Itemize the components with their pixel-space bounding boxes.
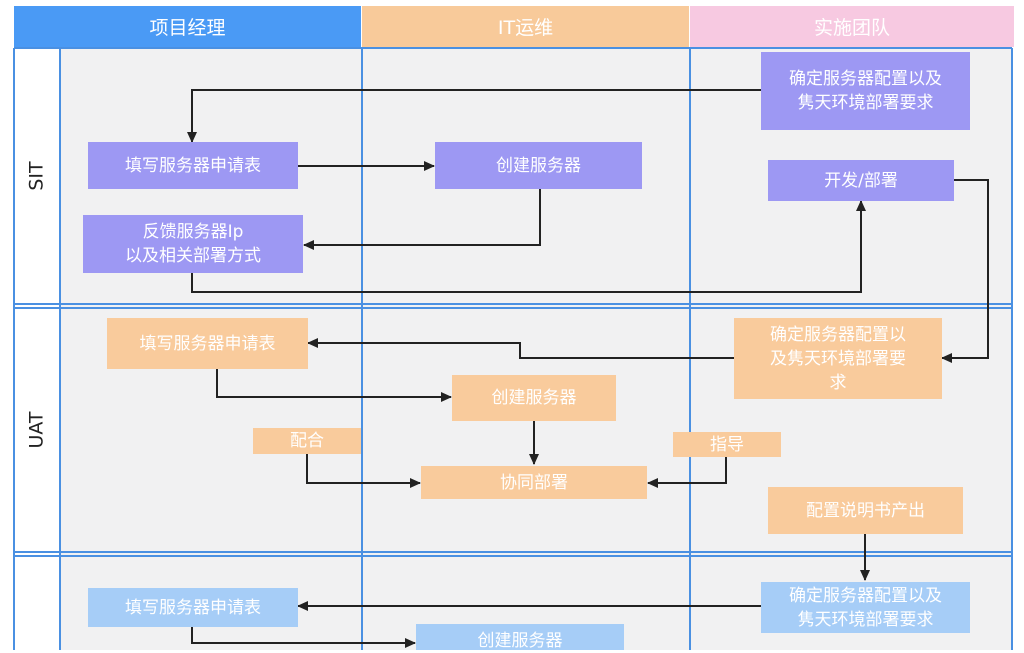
- lane-header-it-label: IT运维: [497, 17, 554, 39]
- arrow-r3-fill-to-create: [191, 627, 416, 648]
- node-uat-fill-application[interactable]: 填写服务器申请表: [107, 318, 308, 369]
- row-label-sit-text: SIT: [25, 161, 48, 191]
- lane-grid: [13, 47, 1013, 650]
- row-label-sit: SIT: [14, 48, 59, 304]
- node-uat-guide[interactable]: 指导: [673, 432, 781, 457]
- node-uat-create-server[interactable]: 创建服务器: [452, 375, 616, 421]
- connectors: [187, 89, 989, 648]
- node-sit-create-server[interactable]: 创建服务器: [435, 142, 642, 189]
- arrow-uat-cooperate-to-codeploy: [306, 454, 421, 488]
- node-r3-fill-application[interactable]: 填写服务器申请表: [88, 588, 298, 627]
- arrow-sit-feedback-to-dev: [191, 200, 866, 293]
- node-sit-confirm-config[interactable]: 确定服务器配置以及 隽天环境部署要求: [761, 52, 970, 130]
- arrow-uat-confirm-to-fill: [307, 338, 734, 359]
- node-sit-dev-deploy[interactable]: 开发/部署: [768, 160, 954, 201]
- node-uat-confirm-config[interactable]: 确定服务器配置以 及隽天环境部署要 求: [734, 318, 942, 399]
- arrow-uat-fill-to-create: [216, 369, 452, 402]
- arrow-sit-confirm-to-fill: [187, 89, 761, 143]
- row-label-uat-text: UAT: [25, 411, 48, 449]
- lane-header-team: 实施团队: [690, 6, 1014, 47]
- node-r3-create-server[interactable]: 创建服务器: [416, 624, 624, 651]
- row-label-column: [14, 48, 60, 650]
- row-label-uat: UAT: [14, 308, 59, 552]
- node-r3-confirm-config[interactable]: 确定服务器配置以及 隽天环境部署要求: [761, 582, 970, 633]
- arrow-sit-create-to-feedback: [303, 189, 541, 250]
- node-sit-fill-application[interactable]: 填写服务器申请表: [88, 142, 298, 189]
- node-uat-co-deploy[interactable]: 协同部署: [421, 466, 647, 499]
- row-label-3: [14, 556, 59, 650]
- lane-header-it: IT运维: [362, 6, 689, 47]
- lane-header-team-label: 实施团队: [813, 17, 890, 39]
- node-uat-cooperate[interactable]: 配合: [253, 428, 361, 454]
- arrow-sit-dev-to-uat-confirm: [941, 179, 989, 363]
- lane-header-pm: 项目经理: [14, 6, 361, 47]
- lane-header-pm-label: 项目经理: [149, 17, 226, 39]
- arrow-uat-guide-to-codeploy: [647, 457, 727, 488]
- node-sit-feedback-ip[interactable]: 反馈服务器Ip 以及相关部署方式: [83, 215, 303, 273]
- node-uat-config-manual[interactable]: 配置说明书产出: [768, 487, 963, 534]
